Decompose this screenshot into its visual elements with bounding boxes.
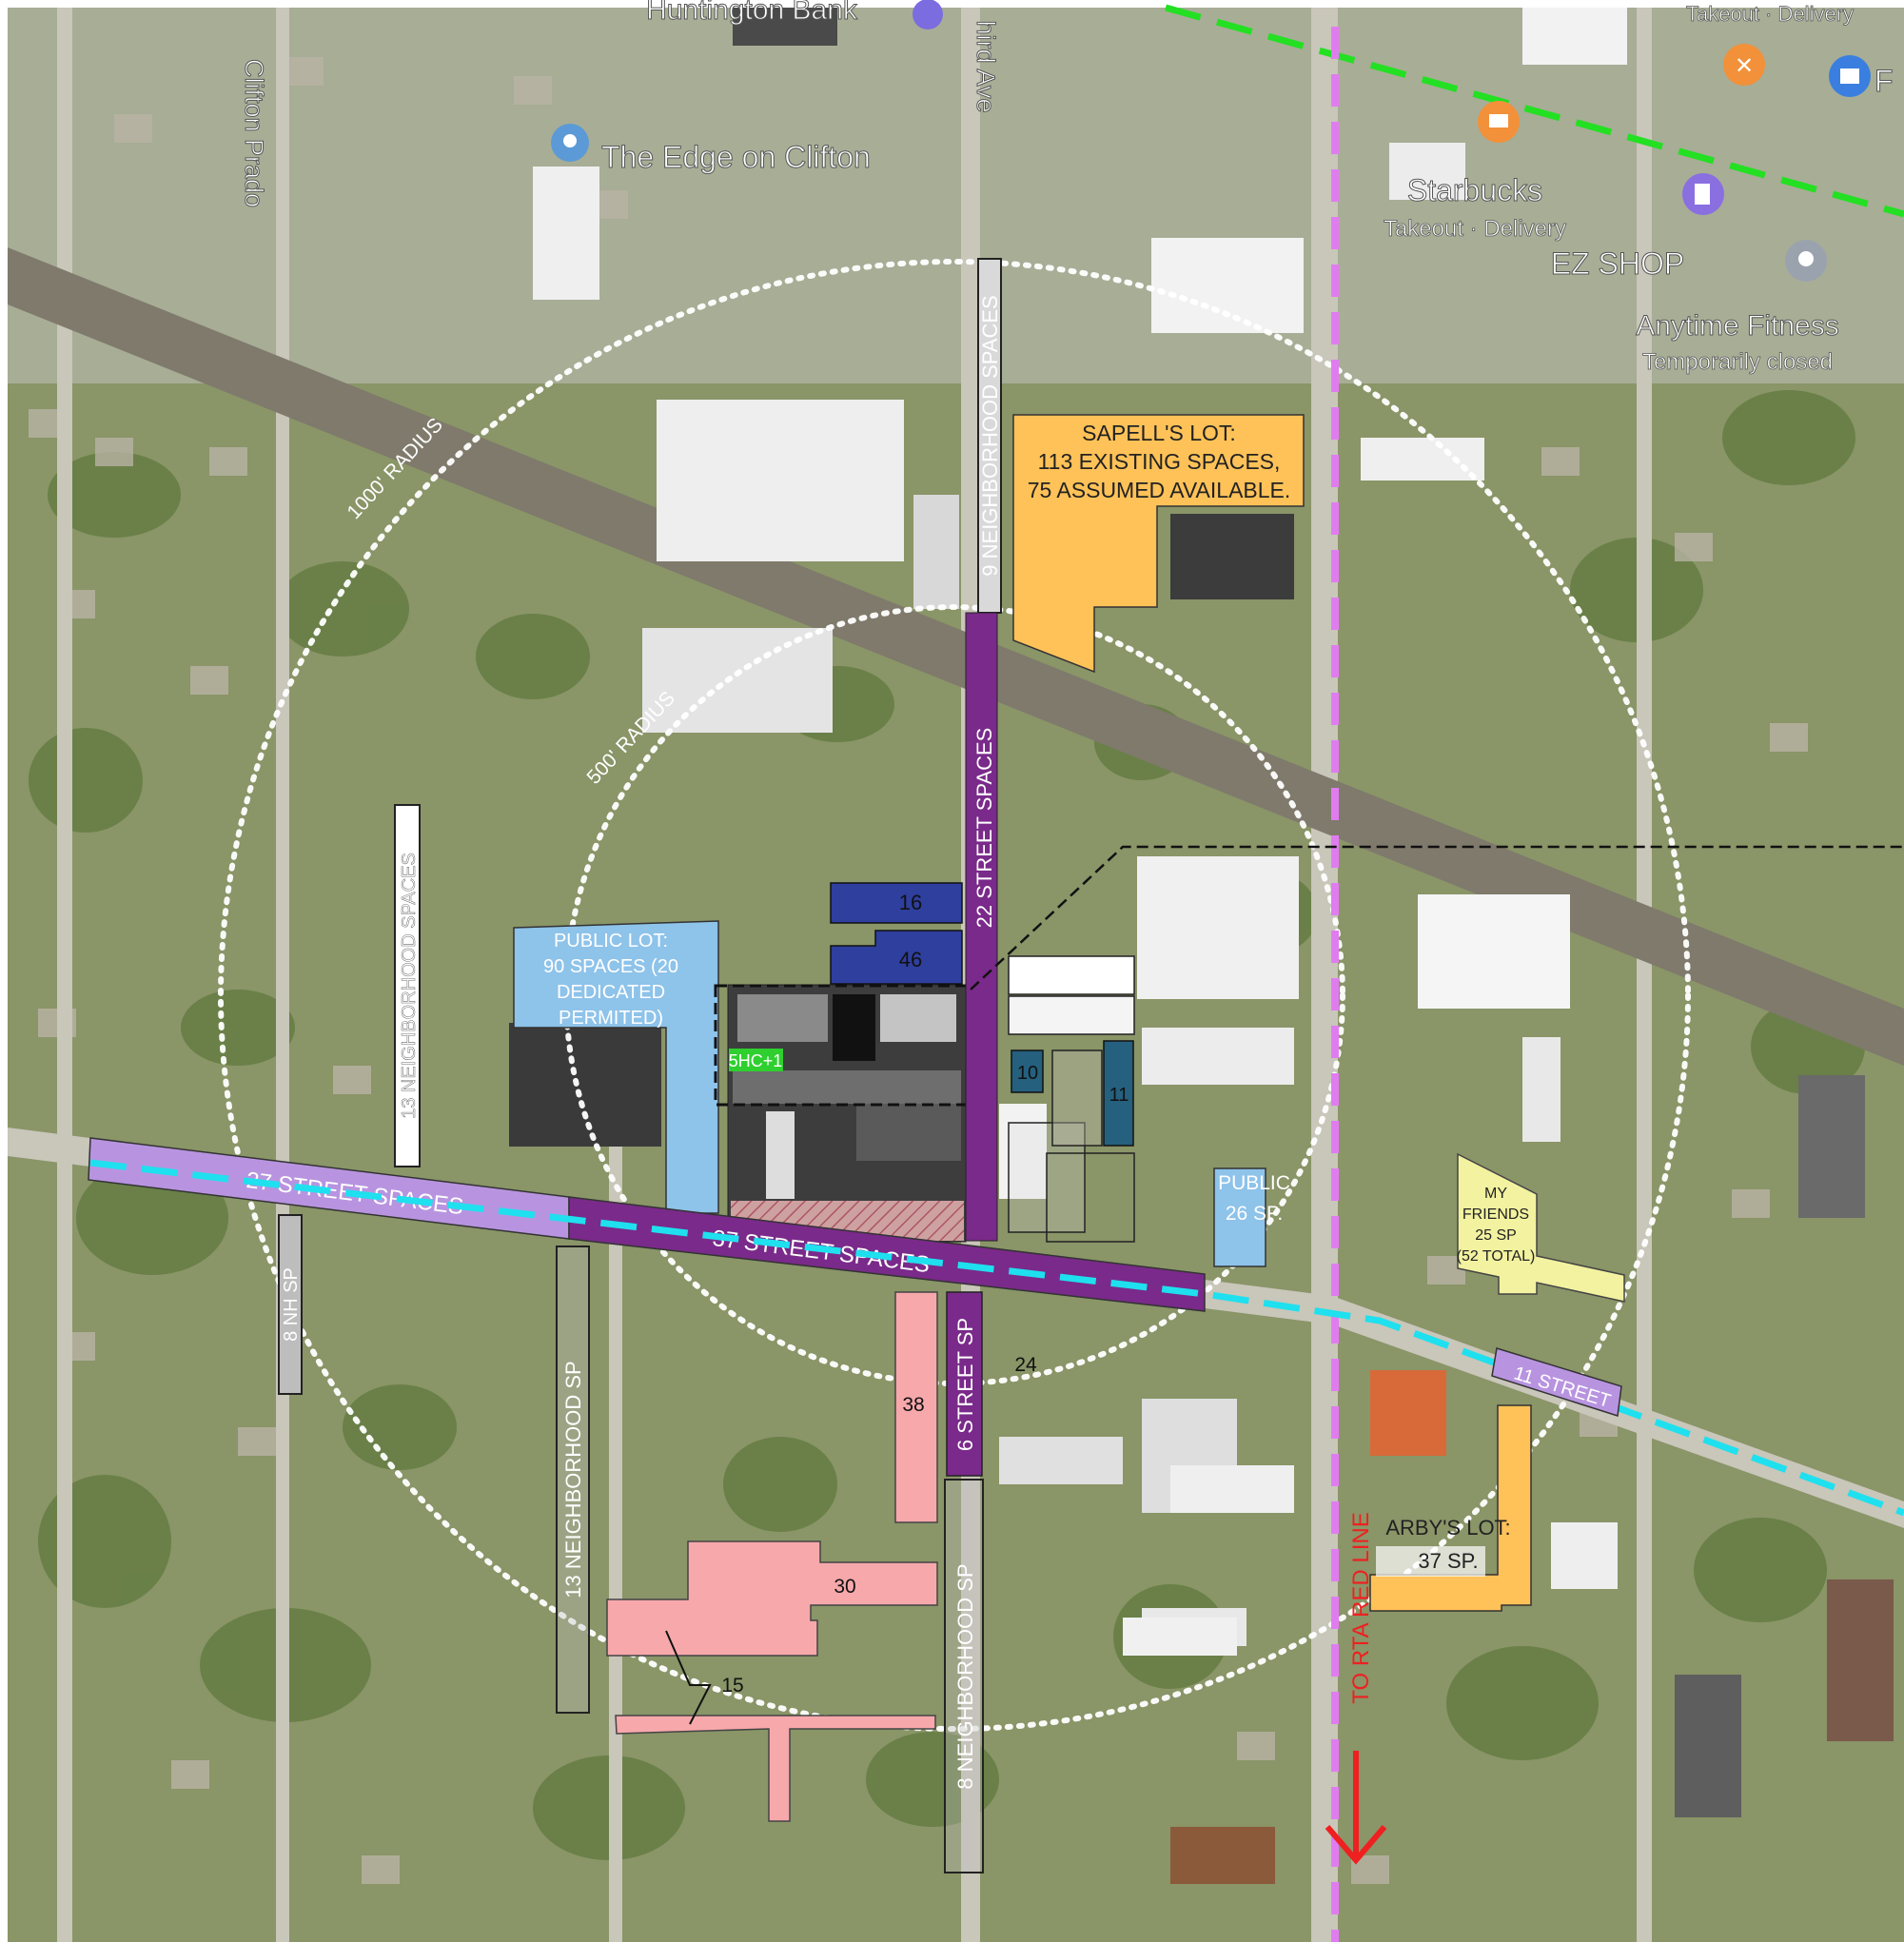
sapells-lot [1012,414,1305,674]
strip-6-street-sp [946,1291,983,1477]
site-callout-line [970,845,1904,991]
lot-24-count: 24 [1014,1354,1037,1376]
shopping-pin-glyph [1840,69,1859,84]
east-white-block-1 [1008,955,1135,995]
arbys-lot-line-1: ARBY'S LOT: [1385,1516,1510,1540]
strip-8-neighborhood-label: 8 NEIGHBORHOOD SP [953,1563,977,1789]
accessible-spaces [729,1049,783,1071]
arbys-lot-line-2: 37 SP. [1418,1549,1478,1573]
lot-38 [894,1291,938,1523]
lot-10 [1011,1049,1044,1093]
sapells-lot-line-1: SAPELL'S LOT: [1082,421,1236,445]
my-friends-line-3: 25 SP [1475,1227,1517,1244]
public-lot-line-4: PERMITED) [559,1008,663,1029]
starbucks-sub-label: Takeout · Delivery [1384,216,1566,242]
strip-9-neighborhood-spaces [977,258,1002,614]
third-ave-label: hird Ave [972,20,1000,112]
lot-11-count: 11 [1109,1085,1129,1106]
strip-13-neighborhood-spaces [394,804,421,1167]
partial-f-label: F [1875,64,1894,98]
rta-arrow-head-icon [1325,1825,1387,1865]
clifton-prado-label: Clifton Prado [240,59,268,207]
radius-circle-1000ft [218,259,1691,1732]
anytime-fitness-label: Anytime Fitness [1636,310,1838,342]
strip-8-nh-label: 8 NH SP [281,1267,302,1342]
lot-30 [606,1540,938,1657]
public-lot-26-line-1: PUBLIC [1218,1172,1290,1194]
restaurant-pin-icon [1723,44,1765,86]
lot-16-count: 16 [899,891,922,914]
strip-13-neighborhood-left-label: 13 NEIGHBORHOOD SPACES [399,853,420,1119]
restaurant-pin-glyph: ✕ [1735,53,1754,79]
aerial-white-frame-top [0,0,1904,8]
lot-46-count: 46 [899,948,922,971]
strip-22-street-label: 22 STREET SPACES [972,728,996,929]
strip-22-street-spaces [965,612,998,1242]
site-building-roof-1 [737,994,828,1042]
arbys-lot-count-box [1376,1546,1485,1577]
public-lot-line-2: 90 SPACES (20 [543,956,678,977]
huntington-pin-icon [913,0,943,29]
east-white-block-2 [1008,995,1135,1035]
sapells-lot-line-3: 75 ASSUMED AVAILABLE. [1028,478,1291,502]
site-building-parking [733,1070,961,1104]
lot-15-count: 15 [721,1675,743,1697]
lot-10-count: 10 [1017,1063,1038,1084]
railroad-corridor [8,247,1904,1066]
strip-6-street-label: 6 STREET SP [953,1318,977,1451]
public-lot-line-3: DEDICATED [557,982,665,1003]
rta-red-line-label: TO RTA RED LINE [1348,1512,1374,1703]
lot-11 [1103,1040,1134,1147]
lot-15 [615,1715,936,1822]
huntington-bank-label: Huntington Bank [646,0,858,26]
ez-shop-label: EZ SHOP [1551,246,1684,281]
buildings [509,8,1894,1884]
sapells-lot-line-2: 113 EXISTING SPACES, [1038,449,1281,474]
public-lot-26-line-2: 26 SP. [1226,1203,1283,1225]
strip-8-neighborhood-sp [944,1479,984,1873]
lot-46 [830,930,963,985]
anytime-fitness-sub-label: Temporarily closed [1642,349,1833,375]
rail-line-green [1165,4,1904,218]
strip-13-neighborhood-sp [556,1246,590,1714]
public-lot-line-1: PUBLIC LOT: [554,931,668,951]
public-lot-26 [1213,1167,1266,1267]
lot-16 [830,882,963,924]
lot-30-count: 30 [834,1576,855,1598]
my-friends-line-4: (52 TOTAL) [1457,1248,1536,1265]
edge-on-clifton-label: The Edge on Clifton [601,140,871,174]
edge-on-clifton-pin-dot [563,134,577,147]
gas-station-pin-glyph [1695,184,1710,205]
ez-shop-pin-dot [1798,251,1814,266]
lot-15-leader [665,1630,712,1725]
strip-8-nh-sp [278,1214,303,1395]
strip-11-street [1491,1347,1622,1417]
my-friends-line-2: FRIENDS [1462,1206,1529,1223]
site-building-roof-2 [880,994,956,1042]
site-building-roof-5 [766,1111,795,1199]
starbucks-pin-glyph [1489,114,1508,128]
site-building-roof-3 [833,994,875,1061]
site-building-roof-4 [856,1104,961,1161]
bus-route-cyan [89,1159,1904,1517]
east-outline-block-2 [1046,1152,1135,1243]
lot-38-count: 38 [902,1394,924,1416]
east-outline-block-3 [1051,1049,1103,1147]
strip-9-neighborhood-label: 9 NEIGHBORHOOD SPACES [978,295,1002,576]
takeout-top-label: Takeout · Delivery [1686,2,1854,26]
my-friends-lot [1457,1152,1625,1303]
my-friends-line-1: MY [1484,1186,1507,1202]
strip-13-neighborhood-bottom-label: 13 NEIGHBORHOOD SP [561,1361,585,1598]
accessible-spaces-label: 5HC+1 [729,1051,783,1070]
aerial-upper-faded [8,8,1904,383]
starbucks-label: Starbucks [1407,173,1542,207]
aerial-white-frame-left [0,0,8,1942]
